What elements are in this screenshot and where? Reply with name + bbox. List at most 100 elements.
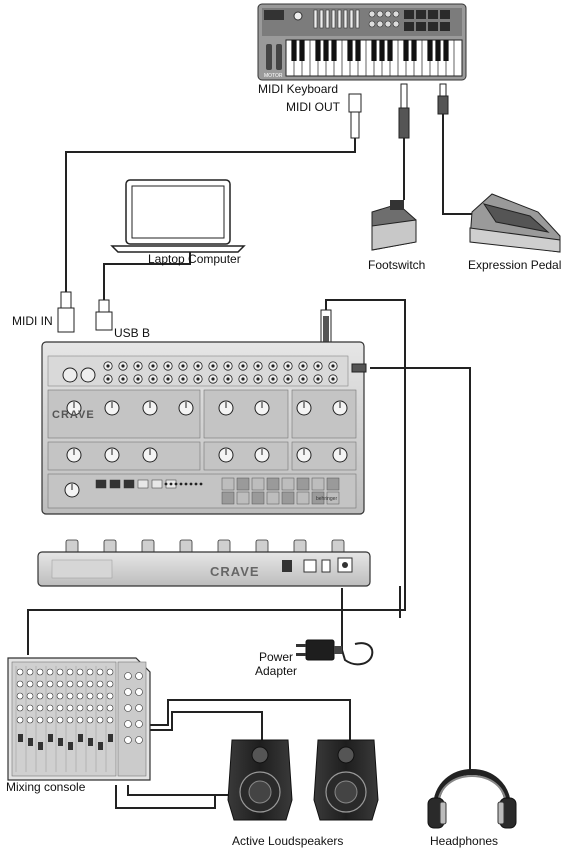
sequencer-step-key <box>326 491 340 505</box>
sequencer-led <box>179 482 183 486</box>
patch-jack-hole <box>196 377 200 381</box>
usb-b-label: USB B <box>114 326 151 340</box>
mixer-knob <box>96 680 104 688</box>
patch-jack-hole <box>226 377 230 381</box>
patch-jack-hole <box>106 377 110 381</box>
mixer-knob <box>86 704 94 712</box>
headphone-plug <box>351 363 367 373</box>
mixer-master-knob <box>124 672 132 680</box>
black-key <box>427 40 433 61</box>
patch-jack-hole <box>181 377 185 381</box>
sequencer-step-key <box>251 491 265 505</box>
patch-jack-hole <box>226 364 230 368</box>
black-key <box>435 40 441 61</box>
mixer-fader <box>18 734 23 742</box>
mixer-fader <box>48 734 53 742</box>
mixer-master-knob <box>124 736 132 744</box>
mixer-knob <box>16 704 24 712</box>
sequencer-led <box>169 482 173 486</box>
black-key <box>331 40 337 61</box>
synth-brand: behringer <box>316 496 337 502</box>
patch-jack-hole <box>301 364 305 368</box>
synthesizer-rear: CRAVE <box>37 539 371 587</box>
mixer-knob <box>76 668 84 676</box>
mixer-knob <box>86 680 94 688</box>
mixer-knob <box>16 716 24 724</box>
mixer-knob <box>26 668 34 676</box>
mixer-knob <box>66 704 74 712</box>
mixer-knob <box>36 668 44 676</box>
mixer-knob <box>26 716 34 724</box>
speaker-cable-4 <box>127 785 240 796</box>
patch-jack-hole <box>181 364 185 368</box>
patch-jack-hole <box>196 364 200 368</box>
sequencer-function-button <box>109 479 121 489</box>
patch-jack-hole <box>271 364 275 368</box>
power-cable <box>341 588 374 666</box>
patch-jack-hole <box>151 377 155 381</box>
mixer-knob <box>96 716 104 724</box>
sequencer-function-button <box>123 479 135 489</box>
black-key <box>411 40 417 61</box>
mixer-master-knob <box>135 672 143 680</box>
sequencer-step-key <box>236 491 250 505</box>
sequencer-step-key <box>311 477 325 491</box>
black-key <box>371 40 377 61</box>
mixer-knob <box>56 680 64 688</box>
mixing-console-label: Mixing console <box>6 780 86 794</box>
patch-jack-hole <box>256 364 260 368</box>
mixer-knob <box>46 668 54 676</box>
mixer-knob <box>106 692 114 700</box>
mixer-knob <box>26 680 34 688</box>
patch-jack-hole <box>211 364 215 368</box>
patch-jack-hole <box>331 364 335 368</box>
loudspeaker-left <box>227 739 293 821</box>
sequencer-step-key <box>236 477 250 491</box>
pedal-input-cable <box>27 299 406 655</box>
mixer-master-knob <box>124 704 132 712</box>
power-adapter-label-line2: Adapter <box>254 664 298 678</box>
mixing-console-device <box>7 657 151 781</box>
mixer-fader <box>38 742 43 750</box>
mixer-knob <box>76 704 84 712</box>
mixer-knob <box>16 668 24 676</box>
mixer-knob <box>36 704 44 712</box>
mixer-knob <box>106 668 114 676</box>
sequencer-function-button <box>137 479 149 489</box>
mixer-knob <box>86 692 94 700</box>
mixer-knob <box>46 680 54 688</box>
sequencer-led <box>164 482 168 486</box>
patch-jack-hole <box>241 364 245 368</box>
mixer-knob <box>66 668 74 676</box>
mixer-knob <box>16 680 24 688</box>
sequencer-step-key <box>296 491 310 505</box>
patch-jack-hole <box>136 377 140 381</box>
synth-input-plugs <box>57 291 332 349</box>
mixer-knob <box>66 692 74 700</box>
mixer-knob <box>106 716 114 724</box>
sequencer-step-key <box>221 477 235 491</box>
rear-knob-caps <box>65 539 345 555</box>
mixer-knob <box>36 680 44 688</box>
black-key <box>403 40 409 61</box>
mixer-fader <box>68 742 73 750</box>
black-key <box>379 40 385 61</box>
sequencer-step-key <box>266 477 280 491</box>
synth-knobs <box>64 400 348 498</box>
cables <box>27 110 476 809</box>
mixer-master-knob <box>124 720 132 728</box>
sequencer-step-key <box>281 491 295 505</box>
mixer-knob <box>46 716 54 724</box>
mixer-master-knob <box>135 688 143 696</box>
keyboard-plugs <box>348 83 449 139</box>
black-key <box>355 40 361 61</box>
sequencer-led <box>189 482 193 486</box>
patch-jack-hole <box>301 377 305 381</box>
rear-logo: CRAVE <box>210 564 260 579</box>
headphone-cable <box>370 367 471 770</box>
expression-pedal-device <box>469 193 561 253</box>
sequencer-led <box>199 482 203 486</box>
mixer-knob <box>106 680 114 688</box>
